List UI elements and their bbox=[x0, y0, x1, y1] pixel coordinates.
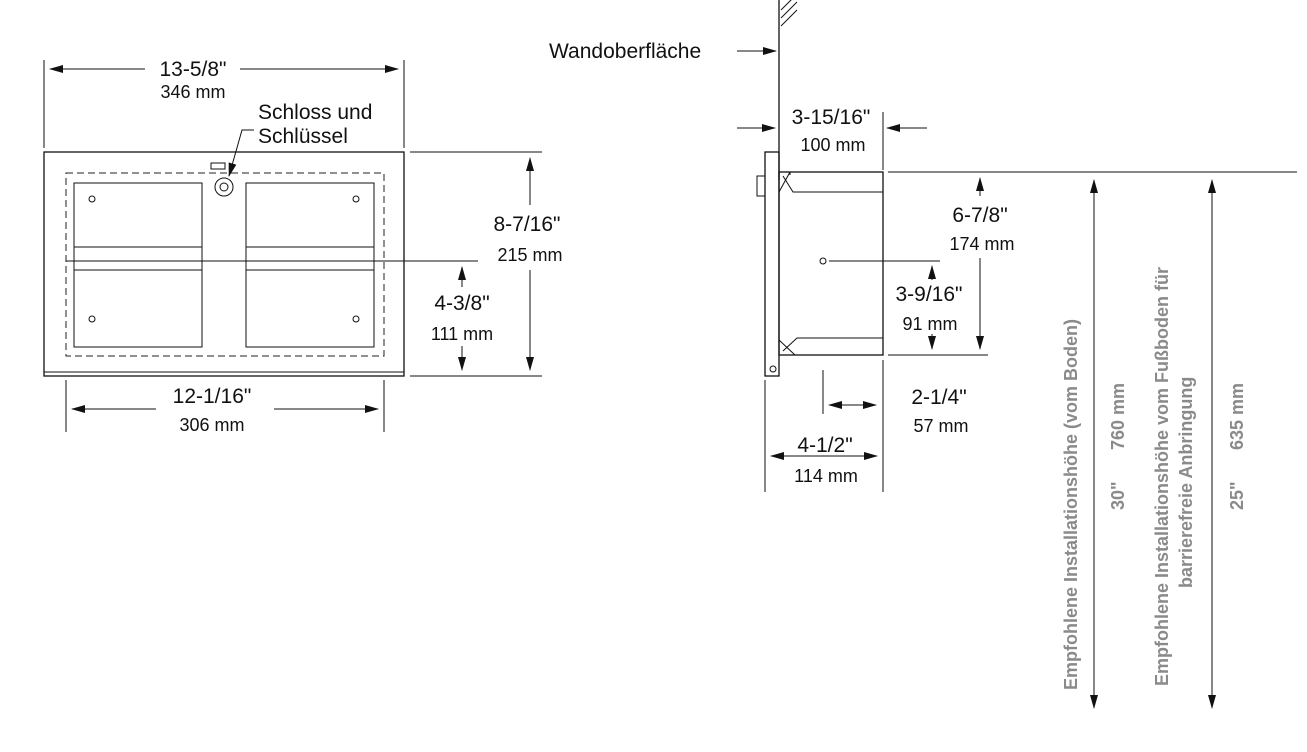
unit-flange bbox=[764, 151, 780, 377]
depth-mm: 100 mm bbox=[800, 135, 865, 155]
lock-icon bbox=[210, 162, 234, 197]
installation-heights: Empfohlene Installationshöhe (vom Boden)… bbox=[1061, 179, 1247, 709]
lock-label-line2: Schlüssel bbox=[258, 125, 348, 148]
inner-width-mm: 306 mm bbox=[179, 415, 244, 435]
center-depth-mm: 57 mm bbox=[913, 416, 968, 436]
side-view: Wandoberfläche 3-15/16" 100 mm 6-7/8" 17… bbox=[549, 0, 1297, 492]
overall-height-in: 8-7/16" bbox=[494, 213, 561, 236]
right-roll-compartment bbox=[245, 182, 375, 348]
left-roll-compartment bbox=[73, 182, 203, 348]
center-mark bbox=[819, 257, 827, 265]
center-offset-mm: 91 mm bbox=[902, 314, 957, 334]
total-depth-in: 4-1/2" bbox=[797, 434, 852, 457]
accessible-height-label-line1: Empfohlene Installationshöhe vom Fußbode… bbox=[1152, 267, 1172, 686]
accessible-height-mm: 635 mm bbox=[1227, 383, 1247, 450]
lock-leader-arrow bbox=[228, 129, 254, 177]
accessible-height-label-line2: barrierefreie Anbringung bbox=[1176, 377, 1196, 588]
overall-width-mm: 346 mm bbox=[160, 82, 225, 102]
wall-hatching bbox=[780, 0, 798, 27]
center-height-in: 4-3/8" bbox=[434, 292, 489, 315]
lock-knob bbox=[756, 175, 766, 197]
inner-width-in: 12-1/16" bbox=[173, 385, 252, 408]
total-depth-mm: 114 mm bbox=[794, 466, 858, 486]
front-view: Schloss und Schlüssel 13-5/8" 346 mm 8-7… bbox=[43, 58, 563, 435]
inner-panel-dashed bbox=[65, 172, 385, 357]
top-offset-mm: 174 mm bbox=[949, 234, 1014, 254]
wall-label: Wandoberfläche bbox=[549, 40, 701, 63]
floor-height-label: Empfohlene Installationshöhe (vom Boden) bbox=[1061, 319, 1081, 690]
accessible-height-in: 25" bbox=[1227, 481, 1247, 510]
front-housing-outline bbox=[43, 151, 405, 377]
floor-height-in: 30" bbox=[1108, 481, 1128, 510]
recessed-body bbox=[778, 171, 884, 356]
center-offset-in: 3-9/16" bbox=[896, 283, 963, 306]
overall-width-in: 13-5/8" bbox=[160, 58, 227, 81]
top-offset-in: 6-7/8" bbox=[952, 204, 1007, 227]
lock-label-line1: Schloss und bbox=[258, 101, 372, 124]
depth-in: 3-15/16" bbox=[792, 106, 871, 129]
center-height-mm: 111 mm bbox=[431, 324, 493, 344]
floor-height-mm: 760 mm bbox=[1108, 383, 1128, 450]
overall-height-mm: 215 mm bbox=[497, 245, 562, 265]
center-depth-in: 2-1/4" bbox=[911, 386, 966, 409]
